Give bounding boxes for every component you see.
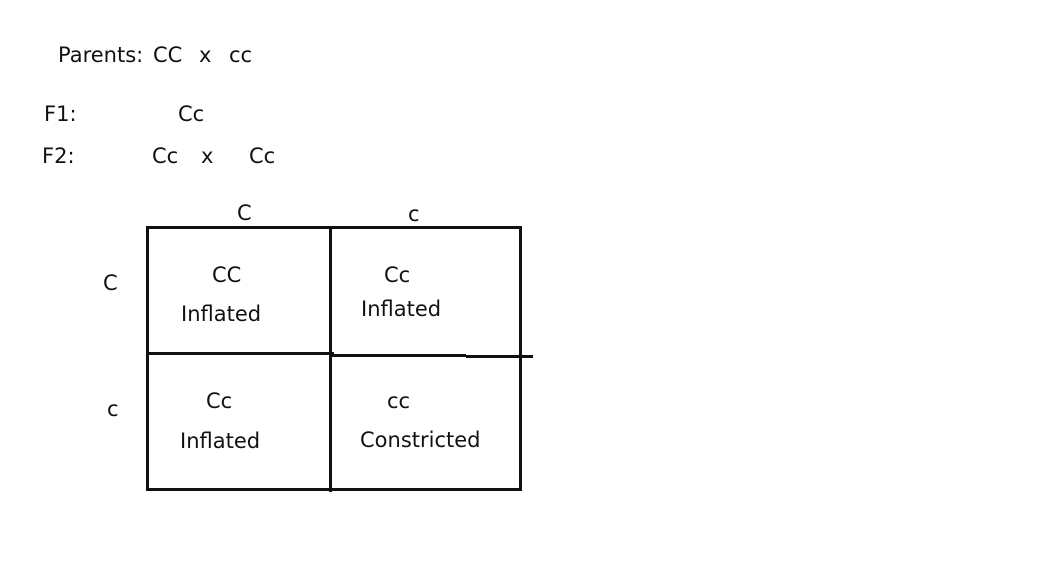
cell-1-phenotype: Inflated <box>181 302 262 326</box>
parents-cross-symbol: x <box>199 43 212 67</box>
cell-3-phenotype: Inflated <box>180 429 261 453</box>
cell-4-genotype: cc <box>387 389 411 413</box>
f2-parent-2-genotype: Cc <box>249 144 276 168</box>
grid-vertical-divider <box>329 226 332 492</box>
grid-right-border <box>519 226 522 491</box>
row-allele-2: c <box>107 397 119 421</box>
grid-bottom-border <box>146 488 522 491</box>
cell-4-phenotype: Constricted <box>360 428 481 452</box>
parent-2-genotype: cc <box>229 43 253 67</box>
f2-label: F2: <box>42 144 75 168</box>
parents-label: Parents: <box>58 43 144 67</box>
grid-horizontal-divider-right <box>332 354 466 357</box>
column-allele-2: c <box>408 202 420 226</box>
f2-cross-symbol: x <box>201 144 214 168</box>
cell-2-phenotype: Inflated <box>361 297 442 321</box>
f1-genotype: Cc <box>178 102 205 126</box>
grid-horizontal-divider-overhang <box>466 355 533 358</box>
column-allele-1: C <box>237 201 252 225</box>
f2-parent-1-genotype: Cc <box>152 144 179 168</box>
row-allele-1: C <box>103 271 118 295</box>
cell-2-genotype: Cc <box>384 263 411 287</box>
f1-label: F1: <box>44 102 77 126</box>
grid-horizontal-divider <box>146 352 334 355</box>
cell-1-genotype: CC <box>212 263 242 287</box>
cell-3-genotype: Cc <box>206 389 233 413</box>
grid-left-border <box>146 226 149 491</box>
grid-top-border <box>146 226 522 229</box>
parent-1-genotype: CC <box>153 43 183 67</box>
